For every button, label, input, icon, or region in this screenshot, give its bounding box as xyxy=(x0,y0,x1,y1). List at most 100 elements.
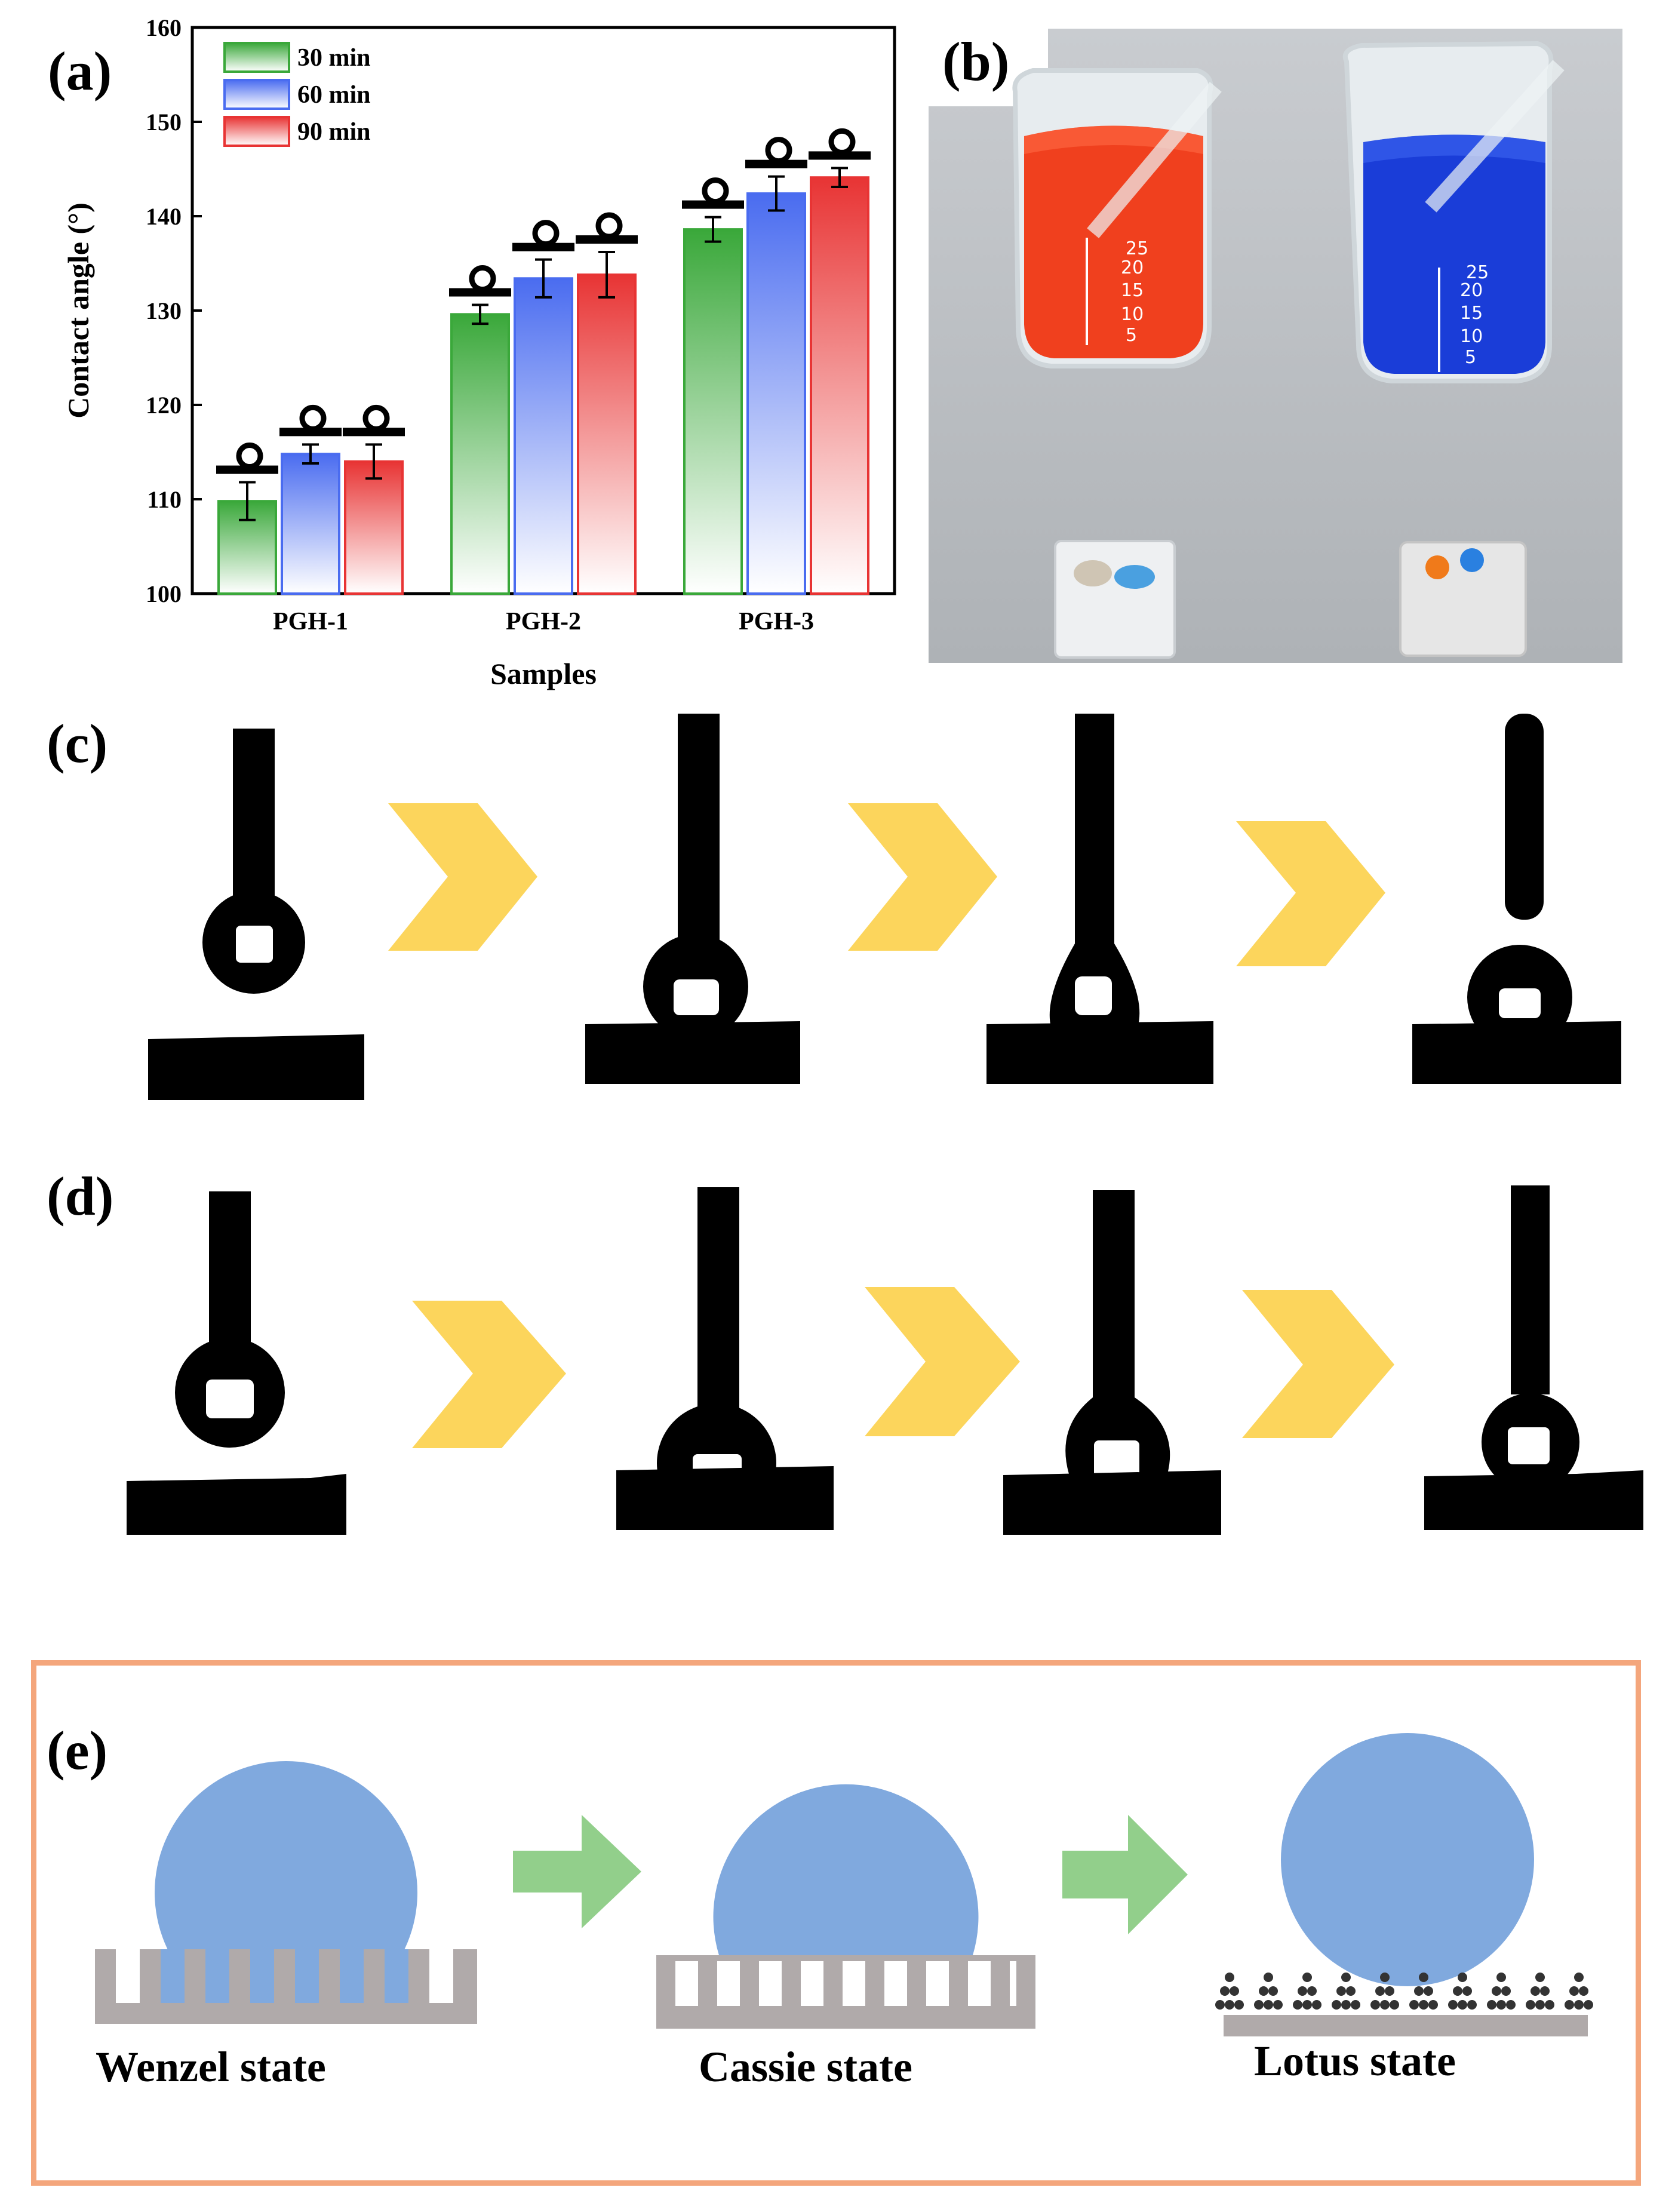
svg-text:10: 10 xyxy=(1121,304,1144,325)
nano-particle xyxy=(1302,1973,1312,1982)
nano-particle xyxy=(1496,1973,1506,1982)
nano-particle xyxy=(1428,2000,1438,2010)
legend-label-1: 30 min xyxy=(297,44,371,72)
legend-label-3: 90 min xyxy=(297,118,371,146)
cassie-diagram xyxy=(656,1784,1035,2029)
droplet-marker xyxy=(682,177,744,209)
bar-pgh-3-1 xyxy=(683,228,743,595)
droplet-marker xyxy=(216,443,278,474)
nano-particle xyxy=(1419,2000,1428,2010)
x-tick-label-pgh-2: PGH-2 xyxy=(506,608,581,635)
svg-text:20: 20 xyxy=(1460,280,1483,301)
nano-particle xyxy=(1273,2000,1283,2010)
chevron-arrow-d1 xyxy=(412,1301,566,1448)
nano-particle xyxy=(1574,1973,1584,1982)
bars-layer xyxy=(217,167,869,595)
nano-particle xyxy=(1254,2000,1264,2010)
nano-particle xyxy=(1462,1986,1472,1996)
nano-particle xyxy=(1220,1986,1230,1996)
panel-label-b: (b) xyxy=(942,31,1010,92)
frame-d2 xyxy=(616,1187,834,1530)
nano-particle xyxy=(1535,2000,1545,2010)
svg-text:20: 20 xyxy=(1121,257,1144,278)
nano-particle xyxy=(1268,1986,1278,1996)
nano-particle xyxy=(1298,1986,1307,1996)
nano-particle xyxy=(1234,2000,1244,2010)
svg-text:15: 15 xyxy=(1460,303,1483,324)
nano-particle xyxy=(1346,1986,1356,1996)
y-tick-label: 130 xyxy=(146,297,182,324)
right-sample-block xyxy=(1399,541,1527,657)
nano-particle xyxy=(1264,2000,1273,2010)
nano-particle xyxy=(1264,1973,1273,1982)
nano-particle xyxy=(1370,2000,1380,2010)
x-tick-label-pgh-1: PGH-1 xyxy=(273,608,348,635)
nano-particle xyxy=(1336,1986,1346,1996)
nano-particle xyxy=(1424,1986,1433,1996)
svg-text:25: 25 xyxy=(1466,262,1489,283)
nano-particle xyxy=(1506,2000,1516,2010)
chevron-arrow-d3 xyxy=(1242,1290,1394,1438)
bar-pgh-2-3 xyxy=(577,273,637,595)
nano-particle xyxy=(1492,1986,1501,1996)
panel-label-c: (c) xyxy=(47,713,108,774)
nano-particle xyxy=(1390,2000,1399,2010)
nano-particle xyxy=(1496,2000,1506,2010)
nano-particle xyxy=(1375,1986,1385,1996)
y-tick-label: 110 xyxy=(147,486,182,513)
nano-particle xyxy=(1458,2000,1467,2010)
nano-particle xyxy=(1501,1986,1511,1996)
bar-pgh-3-3 xyxy=(810,176,869,595)
nano-particle xyxy=(1569,1986,1579,1996)
nano-particle xyxy=(1225,1973,1234,1982)
nano-particle xyxy=(1293,2000,1302,2010)
droplet-marker xyxy=(449,265,511,297)
nano-particle xyxy=(1565,2000,1574,2010)
svg-text:25: 25 xyxy=(1126,238,1148,259)
bar-pgh-2-2 xyxy=(514,277,573,595)
frame-d1 xyxy=(127,1191,346,1535)
nano-particle xyxy=(1380,1973,1390,1982)
chevron-arrow-c3 xyxy=(1236,821,1385,966)
wetting-states-diagram xyxy=(95,1733,1593,2036)
legend-label-2: 60 min xyxy=(297,81,371,109)
drop-markers xyxy=(216,128,871,474)
left-beaker: 25 20 15 10 5 xyxy=(1012,68,1222,368)
y-axis-label: Contact angle (°) xyxy=(62,202,95,419)
nano-particle xyxy=(1302,2000,1312,2010)
nano-particle xyxy=(1540,1986,1550,1996)
wenzel-diagram xyxy=(95,1761,477,2024)
legend-swatch-2 xyxy=(223,79,290,110)
beaker-photo: 25 20 15 10 5 25 20 15 10 5 xyxy=(929,29,1622,663)
right-beaker-scale: 25 20 15 10 5 xyxy=(1438,262,1489,372)
nano-particle xyxy=(1453,1986,1462,1996)
chevron-arrow-c1 xyxy=(388,803,537,951)
svg-text:10: 10 xyxy=(1460,326,1483,347)
droplet-marker xyxy=(809,128,871,160)
frame-c2 xyxy=(585,714,800,1084)
nano-particle xyxy=(1332,2000,1341,2010)
legend: 30 min 60 min 90 min xyxy=(223,42,371,147)
chevron-arrow-d2 xyxy=(865,1287,1020,1436)
nano-particle xyxy=(1230,1986,1239,1996)
y-tick-label: 120 xyxy=(146,392,182,419)
panel-label-a: (a) xyxy=(48,41,112,102)
lotus-state-label: Lotus state xyxy=(1254,2037,1456,2085)
green-arrow-2 xyxy=(1062,1815,1188,1934)
droplet-sequences xyxy=(127,714,1643,1535)
right-beaker: 25 20 15 10 5 xyxy=(1342,41,1565,383)
legend-swatch-3 xyxy=(223,116,290,147)
nano-particle xyxy=(1584,2000,1593,2010)
nano-particle xyxy=(1215,2000,1225,2010)
nano-particle xyxy=(1545,2000,1554,2010)
droplet-marker xyxy=(576,212,638,244)
nano-particle xyxy=(1535,1973,1545,1982)
panel-label-e: (e) xyxy=(47,1720,108,1781)
nano-particle xyxy=(1531,1986,1540,1996)
left-beaker-scale: 25 20 15 10 5 xyxy=(1086,238,1148,346)
y-tick-label: 160 xyxy=(146,14,182,41)
nano-particle xyxy=(1526,2000,1535,2010)
bar-pgh-2-1 xyxy=(450,313,510,595)
